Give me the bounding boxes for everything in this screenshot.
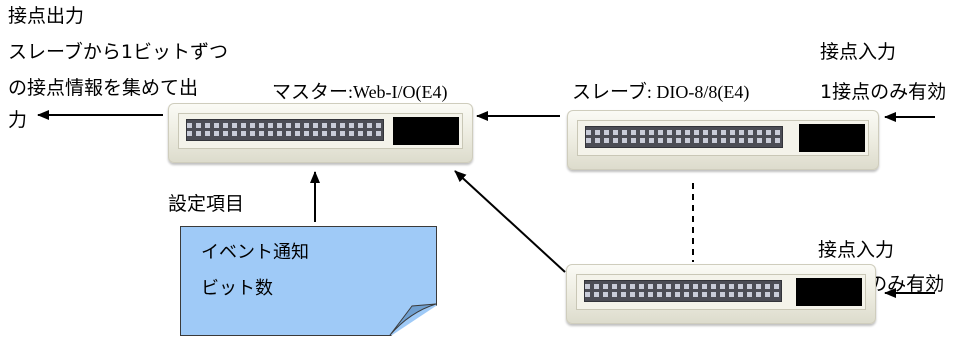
settings-note: イベント通知 ビット数 bbox=[180, 226, 437, 336]
slave-label-model: : DIO-8/8(E4) bbox=[646, 82, 750, 102]
settings-item-bits: ビット数 bbox=[201, 278, 273, 299]
slave-label-jp: スレーブ bbox=[572, 81, 647, 103]
bottom-slave-to-master-arrow bbox=[454, 170, 566, 273]
output-title: 接点出力 bbox=[8, 5, 85, 27]
settings-label: 設定項目 bbox=[168, 193, 245, 215]
input-top-sub: 1接点のみ有効 bbox=[820, 81, 947, 103]
slave-bottom-port bbox=[796, 278, 862, 306]
master-label: マスター:Web-I/O(E4) bbox=[272, 80, 448, 104]
input-top-title: 接点入力 bbox=[820, 41, 897, 63]
output-desc-line3: 力 bbox=[8, 109, 28, 131]
slave-top-port bbox=[799, 124, 865, 152]
settings-item-event: イベント通知 bbox=[201, 242, 309, 263]
input-bottom-title: 接点入力 bbox=[818, 239, 895, 261]
slave-device-bottom bbox=[566, 264, 876, 324]
slave-top-terminal-block bbox=[585, 126, 783, 148]
master-port bbox=[393, 117, 459, 145]
slave-bottom-terminal-block bbox=[584, 280, 782, 302]
master-label-jp: マスター bbox=[272, 81, 349, 103]
master-label-model: :Web-I/O(E4) bbox=[348, 82, 448, 102]
slave-device-top bbox=[567, 110, 879, 170]
slave-label: スレーブ: DIO-8/8(E4) bbox=[572, 80, 749, 104]
output-desc-line2: の接点情報を集めて出 bbox=[8, 77, 199, 99]
note-fold-corner bbox=[389, 303, 437, 336]
master-terminal-block bbox=[186, 119, 384, 141]
output-desc-line1: スレーブから1ビットずつ bbox=[8, 41, 228, 63]
master-device bbox=[168, 103, 473, 163]
